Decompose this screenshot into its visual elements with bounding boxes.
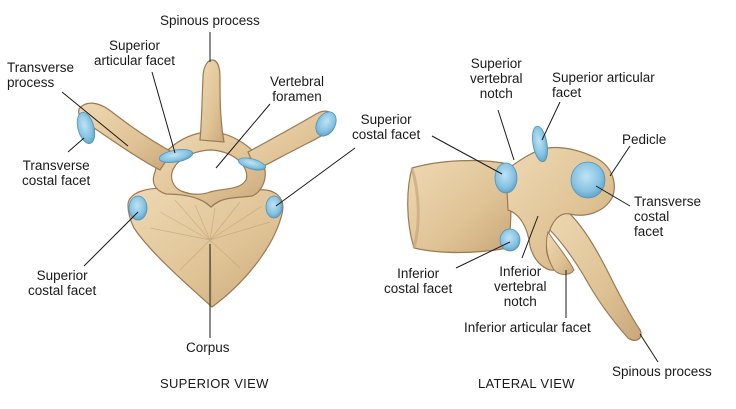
leader-lateral-transverse-costal-facet <box>595 185 631 207</box>
lateral-view-vertebra <box>407 125 642 342</box>
superior-view-vertebra <box>76 59 337 308</box>
superior-articular-facet-right <box>238 157 266 171</box>
label-transverse-costal-facet-superior: Transverse costal facet <box>22 158 91 188</box>
leader-vertebral-foramen <box>215 103 271 169</box>
label-superior-vertebral-notch: Superior vertebral notch <box>470 56 523 101</box>
leader-superior-articular-facet <box>151 71 176 154</box>
superior-transverse-process-left <box>78 102 173 171</box>
label-spinous-process-lateral: Spinous process <box>612 364 712 379</box>
lateral-body-shade <box>410 167 420 249</box>
lateral-inferior-costal-facet-shape <box>499 228 521 252</box>
label-transverse-process: Transverse process <box>7 60 75 90</box>
superior-spinous-process <box>199 59 225 143</box>
lateral-spinous-process <box>547 204 642 342</box>
lateral-inferior-articular-process <box>545 230 575 275</box>
superior-costal-facet-left-shape <box>128 195 148 221</box>
lateral-transverse-costal-facet-shape <box>570 161 606 199</box>
label-spinous-process-superior: Spinous process <box>160 13 260 28</box>
superior-corpus-shape <box>127 187 284 308</box>
label-inferior-articular-facet: Inferior articular facet <box>464 320 591 335</box>
label-inferior-vertebral-notch: Inferior vertebral notch <box>494 264 547 309</box>
label-pedicle: Pedicle <box>622 132 667 147</box>
leader-lateral-superior-costal-facet <box>431 135 503 175</box>
superior-transverse-costal-facet-left <box>76 112 96 144</box>
leader-superior-costal-facet-right <box>275 147 356 207</box>
leader-inferior-vertebral-notch <box>521 215 539 259</box>
leader-superior-vertebral-notch <box>497 109 515 161</box>
corpus-texture <box>149 199 271 301</box>
label-corpus: Corpus <box>186 340 230 355</box>
leader-pedicle <box>609 145 631 177</box>
leader-lateral-spinous-process <box>639 333 659 363</box>
label-superior-costal-facet-right: Superior costal facet <box>352 112 421 142</box>
title-superior-view: SUPERIOR VIEW <box>160 376 269 391</box>
leader-transverse-process <box>61 91 129 147</box>
label-vertebral-foramen: Vertebral foramen <box>270 74 325 104</box>
superior-articular-facet-left <box>158 148 194 164</box>
leader-lateral-superior-articular-facet <box>541 101 561 141</box>
label-superior-articular-facet-superior: Superior articular facet <box>94 38 176 68</box>
leader-inferior-costal-facet <box>455 241 511 269</box>
lateral-superior-costal-facet-shape <box>494 162 518 194</box>
label-superior-articular-facet-lateral: Superior articular facet <box>552 70 655 100</box>
label-superior-costal-facet-left: Superior costal facet <box>28 268 97 298</box>
label-transverse-costal-facet-lateral: Transverse costal facet <box>634 194 702 239</box>
leader-superior-costal-facet-left <box>83 211 139 267</box>
superior-transverse-costal-facet-right <box>315 111 337 137</box>
superior-costal-facet-right-shape <box>265 195 283 219</box>
leader-transverse-costal-facet-superior <box>67 137 85 153</box>
label-inferior-costal-facet: Inferior costal facet <box>384 266 453 296</box>
title-lateral-view: LATERAL VIEW <box>478 376 575 391</box>
leader-lines <box>61 32 659 363</box>
